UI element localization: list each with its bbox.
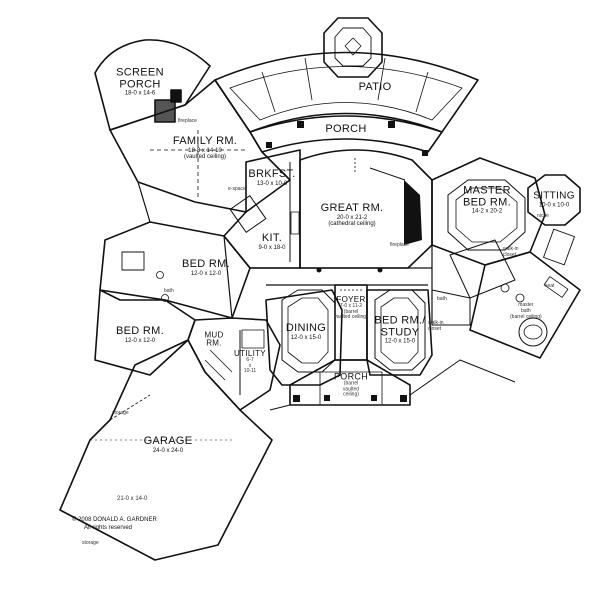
room-name: UTILITY xyxy=(234,348,266,358)
room-name: SCREEN PORCH xyxy=(116,66,164,90)
note-walk-in-closet-2: walk-in closet xyxy=(428,320,444,332)
room-label-great-room: GREAT RM. 20-0 x 21-2 (cathedral ceiling… xyxy=(320,201,384,227)
note-garage-storage-dims: 21-0 x 14-0 xyxy=(117,496,148,502)
room-dims: 13-0 x 10-0 xyxy=(256,180,288,187)
note-bath-2: bath xyxy=(437,296,447,302)
family-room xyxy=(109,79,291,213)
room-dims: (barrel vaulted ceiling) xyxy=(342,380,360,398)
note-master-bath: master bath (barrel ceiling) xyxy=(510,302,542,320)
master-bath xyxy=(469,228,581,359)
note-e-space: e-space xyxy=(228,186,246,192)
front-porch xyxy=(269,359,516,411)
room-name: BED RM. xyxy=(182,258,230,271)
room-label-rear-porch: PORCH xyxy=(325,124,366,136)
room-label-dining: DINING 12-0 x 15-0 xyxy=(286,323,326,341)
room-dims: 6-7 x 10-11 xyxy=(243,357,257,374)
room-label-sitting: SITTING 10-0 x 10-0 xyxy=(533,190,575,209)
room-label-bed-room-1: BED RM. 12-0 x 12-0 xyxy=(182,259,230,277)
room-label-front-porch: PORCH (barrel vaulted ceiling) xyxy=(333,371,369,398)
room-dims: 12-0 x 12-0 xyxy=(190,270,222,277)
room-name: DINING xyxy=(285,322,327,335)
copyright: © 2008 DONALD A. GARDNER All rights rese… xyxy=(72,517,157,532)
room-label-family-room: FAMILY RM. 18-8 x 14-10 (vaulted ceiling… xyxy=(172,134,238,160)
master-bedroom xyxy=(431,157,546,266)
room-name: BED RM. xyxy=(116,325,164,338)
room-dims: 24-0 x 24-0 xyxy=(152,447,184,454)
note-bath-1: bath xyxy=(164,288,174,294)
room-dims: 12-0 x 15-0 xyxy=(384,338,416,345)
gazebo xyxy=(323,17,383,78)
room-name: BRKFST. xyxy=(248,168,296,181)
room-name: FOYER xyxy=(336,294,366,304)
room-dims: 10-0 x 10-0 xyxy=(538,202,570,209)
room-dims: 12-0 x 12-0 xyxy=(124,337,156,344)
note-fireplace-family: fireplace xyxy=(178,118,197,124)
room-label-patio: PATIO xyxy=(359,82,392,94)
room-label-mud-room: MUD RM. xyxy=(204,330,224,349)
note-walk-in-closet-1: walk-in closet xyxy=(503,246,519,258)
room-name: SITTING xyxy=(533,190,575,202)
room-label-breakfast: BRKFST. 13-0 x 10-0 xyxy=(248,169,295,187)
room-label-utility: UTILITY 6-7 x 10-11 xyxy=(234,348,266,374)
room-name: FAMILY RM. xyxy=(172,134,238,147)
rear-porch xyxy=(249,115,443,156)
room-dims: 7-0 x 11-2 (barrel vaulted ceiling) xyxy=(334,303,368,320)
copyright-line-2: All rights reserved xyxy=(84,524,133,531)
room-name: KIT. xyxy=(261,232,283,245)
room-label-garage: GARAGE 24-0 x 24-0 xyxy=(144,436,193,454)
note-seat: seat xyxy=(545,283,555,289)
room-name: PATIO xyxy=(358,81,392,94)
room-dims: 20-0 x 21-2 (cathedral ceiling) xyxy=(328,214,376,227)
room-name: PORCH xyxy=(325,123,367,136)
patio xyxy=(214,51,479,133)
room-name: MUD RM. xyxy=(204,330,224,348)
room-label-kitchen: KIT. 9-0 x 18-0 xyxy=(258,233,285,251)
sitting-room xyxy=(527,174,581,226)
room-name: BED RM./ STUDY xyxy=(374,314,426,338)
room-label-screen-porch: SCREEN PORCH 18-0 x 14-6 xyxy=(116,66,164,97)
room-name: MASTER BED RM. xyxy=(463,184,511,208)
copyright-line-1: © 2008 DONALD A. GARDNER xyxy=(72,517,157,523)
note-niche: niche xyxy=(537,213,549,219)
note-fireplace-great: fireplace xyxy=(390,242,409,248)
room-dims: 14-2 x 20-2 xyxy=(471,208,503,215)
note-storage-1: storage xyxy=(112,410,129,416)
room-dims: 18-8 x 14-10 (vaulted ceiling) xyxy=(183,147,227,160)
room-dims: 18-0 x 14-6 xyxy=(124,90,156,97)
note-storage-2: storage xyxy=(82,540,99,546)
interior-walls xyxy=(137,181,433,325)
room-label-study: BED RM./ STUDY 12-0 x 15-0 xyxy=(374,314,426,345)
room-name: PORCH xyxy=(333,371,369,382)
room-name: GARAGE xyxy=(143,435,193,448)
room-label-foyer: FOYER 7-0 x 11-2 (barrel vaulted ceiling… xyxy=(334,294,368,320)
room-name: GREAT RM. xyxy=(320,201,384,214)
room-label-master-bedroom: MASTER BED RM. 14-2 x 20-2 xyxy=(463,184,511,215)
room-dims: 12-0 x 15-0 xyxy=(290,334,322,341)
garage xyxy=(59,339,273,561)
room-dims: 9-0 x 18-0 xyxy=(258,244,286,251)
room-label-bed-room-2: BED RM. 12-0 x 12-0 xyxy=(116,326,164,344)
